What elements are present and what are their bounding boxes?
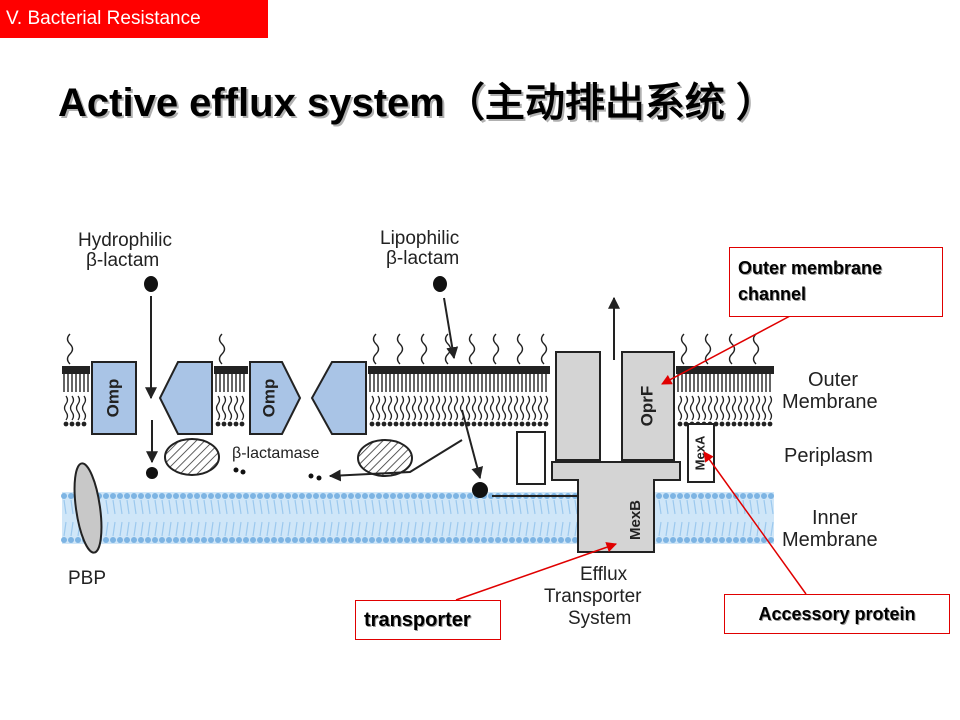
- page-title: Active efflux system（主动排出系统 ）: [58, 81, 776, 125]
- hydrolyzed-fragment: [308, 473, 314, 479]
- oprf-label: OprF: [637, 386, 656, 427]
- antibiotic-molecule: [472, 482, 488, 498]
- antibiotic-molecule: [144, 276, 158, 292]
- antibiotic-molecule: [433, 276, 447, 292]
- omp-porin-2: Omp: [249, 361, 302, 435]
- beta-lactamase-enzyme: [357, 439, 413, 477]
- mexb-label: MexB: [627, 500, 644, 540]
- periplasm-label: Periplasm: [784, 445, 873, 467]
- beta-lactamase-label: β-lactamase: [232, 445, 320, 462]
- inner-membrane-label-2: Membrane: [782, 529, 878, 551]
- outer-membrane-label: Outer: [808, 369, 858, 391]
- hydrophilic-lactam-label: β-lactam: [86, 250, 159, 271]
- omp-porin-1: Omp: [91, 361, 137, 435]
- outer-membrane-label-2: Membrane: [782, 391, 878, 413]
- outer-channel-pointer: [661, 315, 791, 385]
- beta-lactamase-enzyme: [164, 438, 220, 476]
- antibiotic-molecule: [146, 467, 158, 479]
- transporter-label: Transporter: [544, 586, 642, 607]
- omp-wedge-1: [158, 361, 213, 435]
- oprf-right-half: [621, 351, 675, 461]
- outer-membrane-lipids: [62, 333, 774, 427]
- efflux-transporter-system: OprF MexA MexB Efflux Transporter System: [516, 351, 715, 629]
- hydrolyzed-fragment: [240, 469, 246, 475]
- accessory-box-left: [516, 431, 546, 485]
- hydrophilic-label: Hydrophilic: [78, 230, 172, 251]
- inner-membrane-label: Inner: [812, 507, 858, 529]
- system-label: System: [568, 608, 631, 629]
- transporter-callout: transporter: [355, 600, 501, 640]
- lipophilic-lactam-label: β-lactam: [386, 248, 459, 269]
- inner-membrane: [61, 492, 774, 544]
- accessory-pointer: [703, 451, 807, 595]
- pbp-protein: [73, 462, 103, 554]
- outer-membrane-channel-callout: Outer membrane channel: [729, 247, 943, 317]
- accessory-protein-callout: Accessory protein: [724, 594, 950, 634]
- lipophilic-label: Lipophilic: [380, 228, 459, 249]
- mexb-protein: [551, 461, 681, 553]
- omp-label: Omp: [103, 379, 122, 418]
- section-tag: V. Bacterial Resistance: [0, 0, 268, 38]
- omp-label: Omp: [259, 379, 278, 418]
- efflux-label: Efflux: [580, 564, 628, 585]
- oprf-left-half: [555, 351, 601, 461]
- hydrolyzed-fragment: [233, 467, 239, 473]
- transporter-pointer: [455, 542, 617, 601]
- hydrolyzed-fragment: [316, 475, 322, 481]
- omp-wedge-2: [310, 361, 367, 435]
- mexa-protein: [687, 423, 715, 483]
- pbp-label: PBP: [68, 568, 106, 589]
